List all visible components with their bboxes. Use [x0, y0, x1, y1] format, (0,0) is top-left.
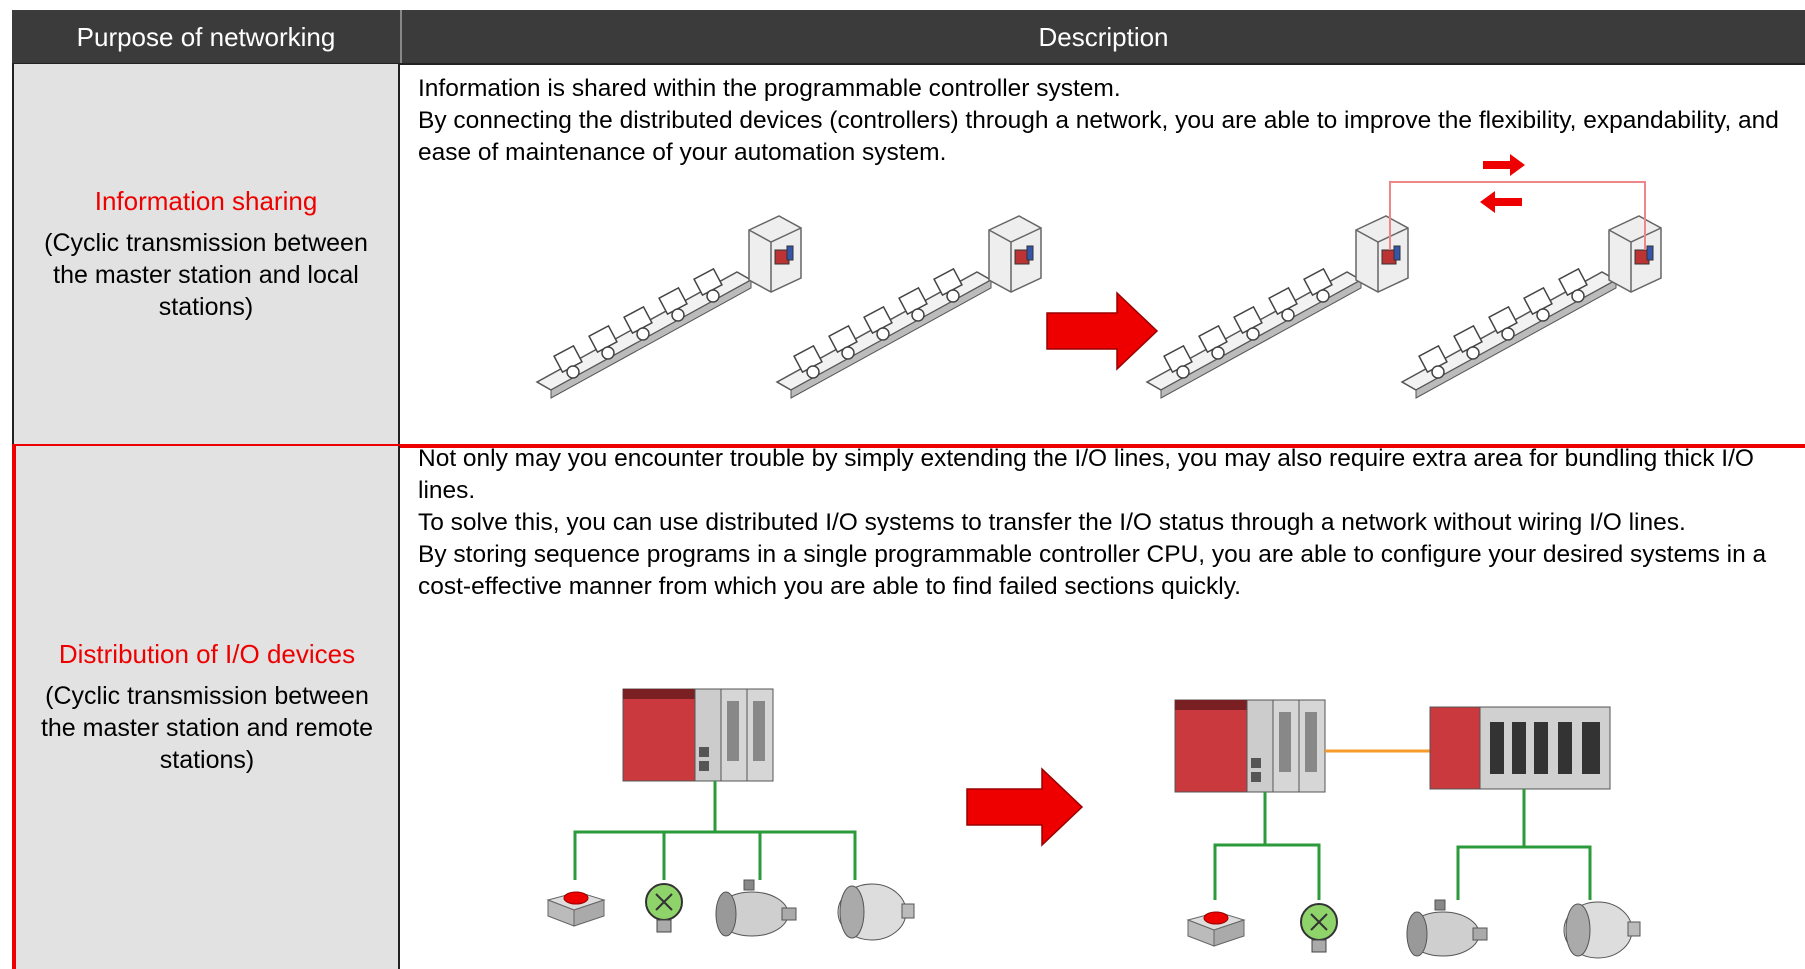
push-button-icon — [547, 891, 605, 927]
purpose-detail: (Cyclic transmission between the master … — [40, 682, 374, 774]
header-divider — [12, 63, 1805, 65]
lamp-icon — [645, 883, 683, 933]
plc-rack-icon — [1174, 699, 1326, 793]
description-information-sharing: Information is shared within the program… — [418, 73, 1798, 169]
plc-rack-icon — [622, 688, 774, 782]
description-line: To solve this, you can use distributed I… — [418, 509, 1686, 536]
header-purpose: Purpose of networking — [12, 10, 402, 64]
push-button-icon — [1187, 911, 1245, 947]
row-information-sharing-cell: Information sharing (Cyclic transmission… — [12, 64, 400, 444]
description-line: Not only may you encounter trouble by si… — [418, 445, 1754, 504]
network-link-line — [1389, 181, 1646, 250]
networking-purpose-table: Purpose of networking Description Inform… — [12, 10, 1805, 969]
row-separator — [12, 444, 1805, 448]
purpose-title: Information sharing — [94, 185, 318, 216]
description-distribution-io: Not only may you encounter trouble by si… — [418, 443, 1798, 603]
description-line: Information is shared within the program… — [418, 75, 1121, 102]
motor-icon — [1563, 901, 1641, 959]
motor-icon — [837, 883, 915, 941]
network-wiring — [1213, 789, 1592, 900]
remote-io-icon — [1429, 706, 1611, 790]
network-wiring — [573, 781, 857, 880]
motor-icon — [1406, 899, 1488, 957]
lamp-icon — [1300, 903, 1338, 953]
motor-icon — [715, 879, 797, 937]
row-distribution-io-cell: Distribution of I/O devices (Cyclic tran… — [12, 446, 400, 969]
description-line: By connecting the distributed devices (c… — [418, 107, 1779, 166]
information-sharing-illustration — [536, 154, 1662, 399]
purpose-detail: (Cyclic transmission between the master … — [44, 228, 368, 321]
header-description: Description — [402, 10, 1805, 64]
purpose-title: Distribution of I/O devices — [58, 639, 356, 669]
description-line: By storing sequence programs in a single… — [418, 541, 1767, 600]
distribution-io-illustration — [547, 688, 1641, 959]
right-arrow-icon — [966, 768, 1083, 846]
exchange-arrows-icon — [1480, 154, 1525, 213]
